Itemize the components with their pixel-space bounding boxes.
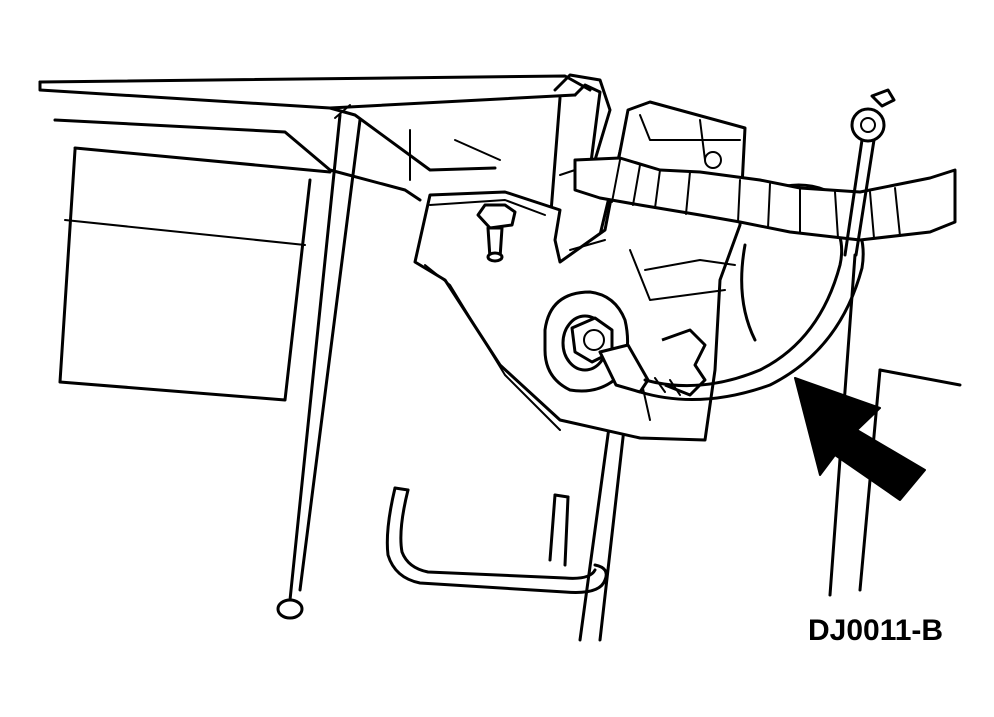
support-rod: [276, 113, 362, 620]
stud-nut: [476, 203, 517, 263]
arrow-icon: [794, 377, 926, 501]
bent-tube: [385, 486, 608, 594]
figure-code-label: DJ0011-B: [808, 614, 944, 647]
wiring-harness: [559, 156, 957, 242]
callout-arrow: [794, 377, 926, 501]
frame-panel: [38, 74, 592, 402]
eyelet-terminal: [843, 88, 896, 257]
